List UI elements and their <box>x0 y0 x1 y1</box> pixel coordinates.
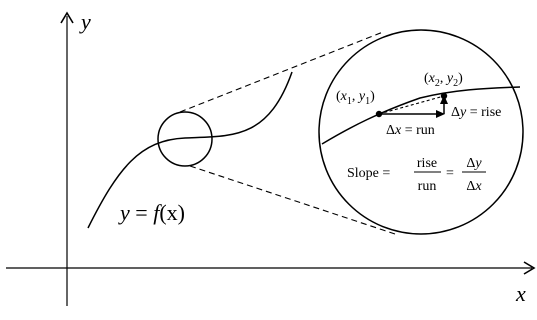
magnifier-circle <box>157 111 213 167</box>
slope-run-denominator: run <box>418 179 437 194</box>
y-axis-arrowhead <box>60 11 74 24</box>
slope-delta-y-numerator: Δy <box>466 156 482 171</box>
rise-arrowhead <box>440 95 448 104</box>
run-arrowhead <box>436 110 445 118</box>
run-label: Δx = run <box>386 123 435 138</box>
point-2-dot <box>440 92 448 100</box>
slope-equals: = <box>446 166 454 181</box>
rise-label: Δy = rise <box>451 105 501 120</box>
function-curve <box>87 71 293 229</box>
axes <box>6 11 536 306</box>
point-1-dot <box>375 110 383 118</box>
y-axis-label: y <box>79 9 91 34</box>
slope-word: Slope = <box>347 166 390 181</box>
upper-connector <box>179 31 384 113</box>
zoom-connectors <box>179 31 396 235</box>
lower-connector <box>189 165 396 235</box>
function-label: y = f(x) <box>118 200 185 225</box>
slope-rise-numerator: rise <box>417 156 437 171</box>
enlarged-circle <box>318 29 524 235</box>
secant-line <box>378 95 445 115</box>
slope-delta-x-denominator: Δx <box>466 179 482 194</box>
x-axis-arrowhead <box>523 261 536 275</box>
slope-formula: Slope = rise run = Δy Δx <box>347 156 486 194</box>
enlarged-detail <box>321 86 521 145</box>
enlarged-curve <box>321 86 521 145</box>
point-1-label: (x1, y1) <box>336 89 375 107</box>
point-2-label: (x2, y2) <box>424 71 463 89</box>
x-axis-label: x <box>515 281 526 306</box>
